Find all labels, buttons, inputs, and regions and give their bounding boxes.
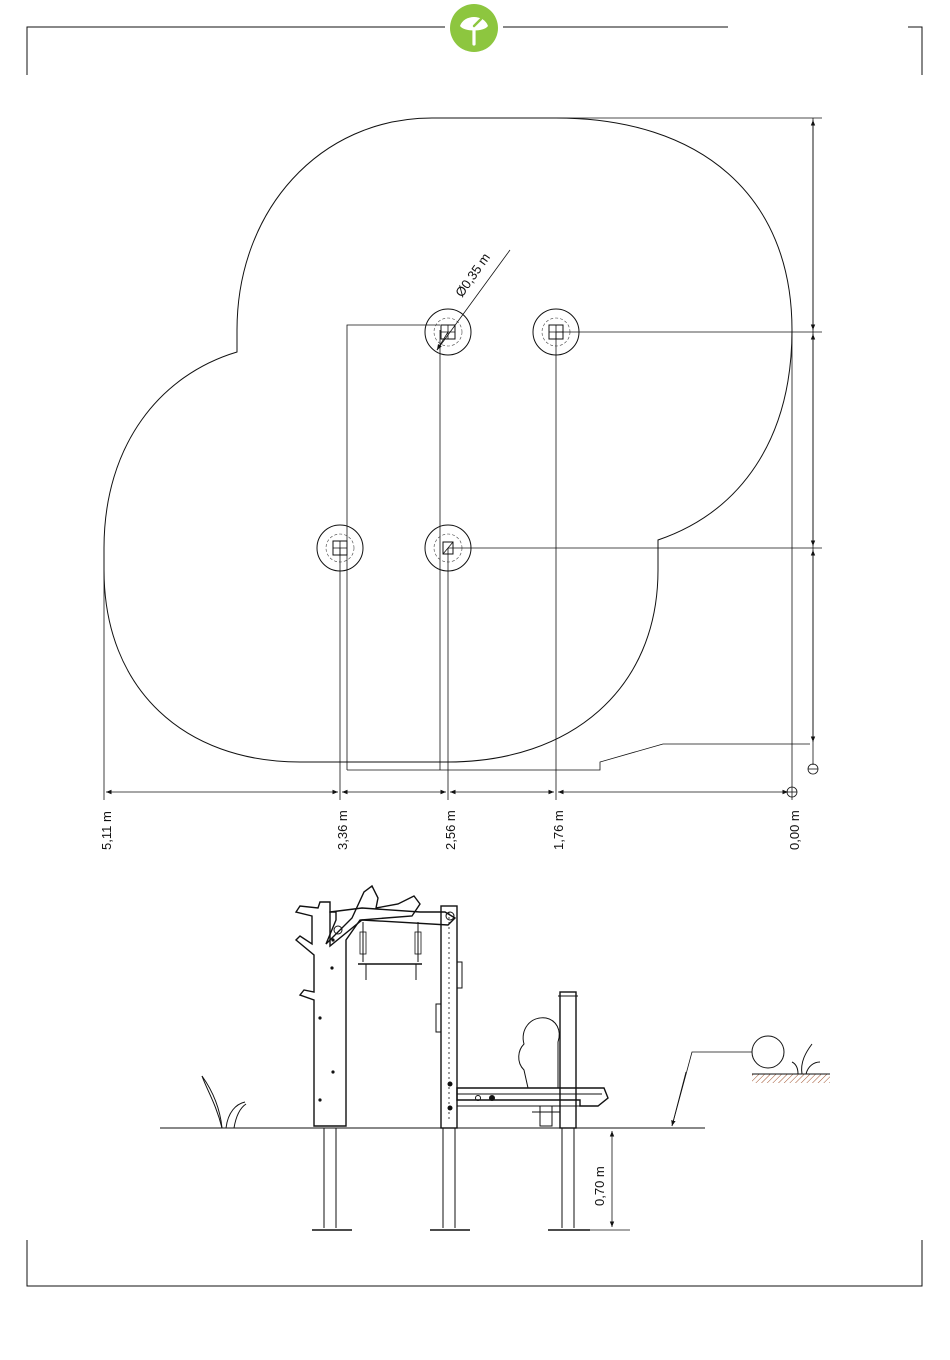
grass-tuft-icon — [202, 1076, 246, 1128]
dimension-label-5-11: 5,11 m — [99, 811, 114, 850]
diameter-label: Ø0,35 m — [452, 250, 493, 299]
short-post — [548, 992, 590, 1230]
dimension-label-1-76: 1,76 m — [551, 810, 566, 850]
tree-post — [296, 886, 420, 1230]
sheet-frame — [27, 27, 922, 1286]
brand-logo — [450, 4, 498, 52]
top-beam — [330, 908, 455, 946]
tall-post — [430, 906, 470, 1230]
hanging-ladder — [358, 922, 422, 980]
dimension-label-3-36: 3,36 m — [335, 810, 350, 850]
seat-figure — [519, 1018, 560, 1126]
dimension-label-0-00: 0,00 m — [787, 810, 802, 850]
ground-surface-callout — [672, 1036, 830, 1126]
foundation-depth-dimension: 0,70 m — [590, 1131, 630, 1230]
elevation-view: 0,70 m — [160, 886, 830, 1230]
dimension-label-2-56: 2,56 m — [443, 810, 458, 850]
depth-label: 0,70 m — [592, 1166, 607, 1206]
surface-symbol-icon — [752, 1036, 784, 1068]
plan-view: Ø0,35 m 5,11 m 3,36 m 2,56 m 1,76 m 0,00… — [99, 118, 822, 850]
